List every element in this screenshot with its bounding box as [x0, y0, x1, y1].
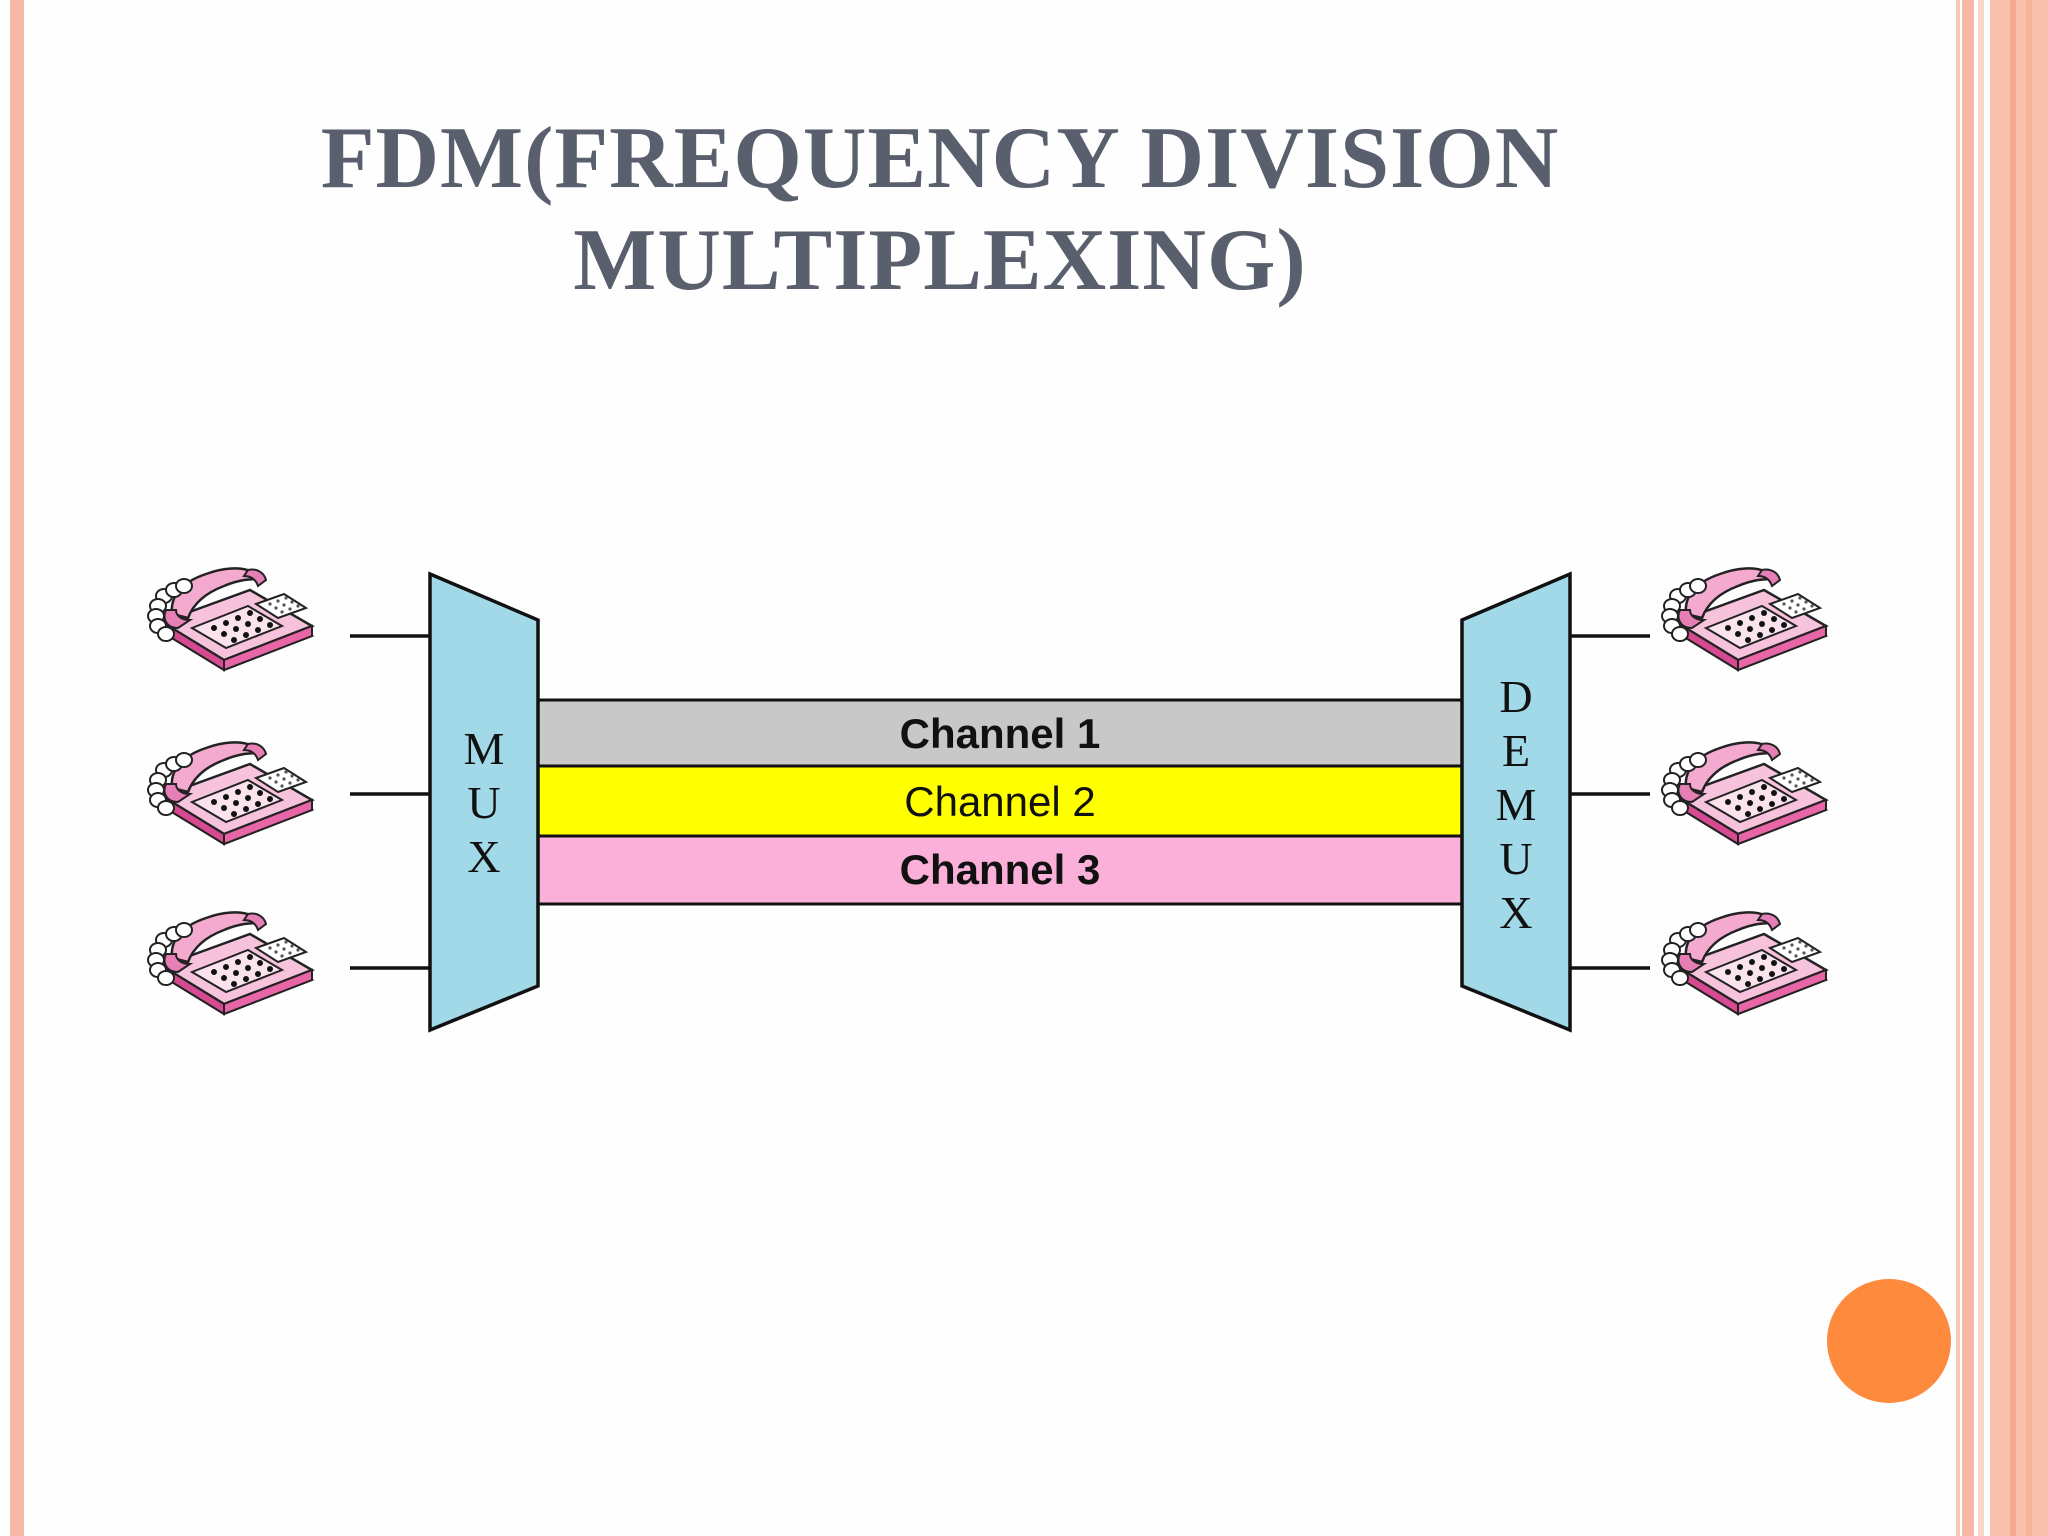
- demux-block: [1460, 571, 1572, 1033]
- demux-letter-5: X: [1499, 887, 1532, 938]
- phone-right-1: [1660, 567, 1828, 672]
- slide-title: FDM(FREQUENCY DIVISION MULTIPLEXING): [180, 108, 1700, 312]
- demux-letter-2: E: [1502, 725, 1530, 776]
- title-line-2: MULTIPLEXING): [573, 212, 1307, 309]
- demux-letter-3: M: [1496, 779, 1537, 830]
- phone-right-3: [1660, 911, 1828, 1016]
- title-line-1: FDM(FREQUENCY DIVISION: [320, 110, 1560, 207]
- channel-3-label: Channel 3: [900, 846, 1101, 893]
- demux-letter-4: U: [1499, 833, 1532, 884]
- demux-letter-1: D: [1499, 671, 1532, 722]
- connection-lines: [350, 634, 1650, 970]
- channel-2-label: Channel 2: [904, 778, 1095, 825]
- mux-letter-1: M: [464, 723, 505, 774]
- phone-left-1: [146, 567, 314, 672]
- phone-left-2: [146, 741, 314, 846]
- phone-left-3: [146, 911, 314, 1016]
- channel-1-label: Channel 1: [900, 710, 1101, 757]
- mux-block: [428, 571, 540, 1033]
- channel-3-band: [536, 834, 1464, 906]
- mux-letter-3: X: [467, 831, 500, 882]
- right-border-stripes: [1956, 0, 2048, 1536]
- channel-2-band: [536, 764, 1464, 838]
- left-border: [10, 0, 24, 1536]
- mux-letter-2: U: [467, 777, 500, 828]
- accent-dot: [1827, 1279, 1951, 1403]
- phone-right-2: [1660, 741, 1828, 846]
